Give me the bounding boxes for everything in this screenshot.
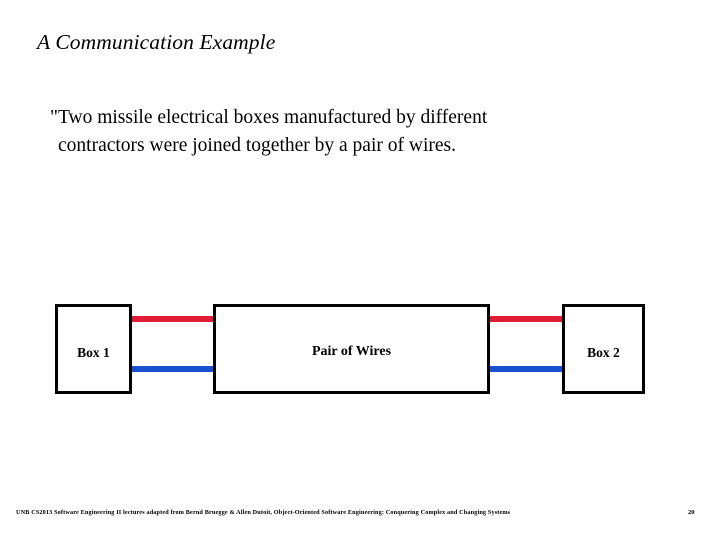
- diagram-box-pair-of-wires: Pair of Wires: [213, 304, 490, 394]
- diagram-box-label: Box 2: [587, 345, 620, 360]
- diagram-box-box-2: Box 2: [562, 304, 645, 394]
- slide-page-number: 20: [688, 509, 695, 516]
- page-title: A Communication Example: [37, 30, 276, 54]
- blue-wire-right-segment: [487, 366, 565, 372]
- body-line-1: "Two missile electrical boxes manufactur…: [50, 107, 488, 128]
- footer-attribution: UNB CS2013 Software Engineering II lectu…: [16, 509, 511, 516]
- body-line-2: contractors were joined together by a pa…: [58, 135, 456, 156]
- diagram-box-box-1: Box 1: [55, 304, 132, 394]
- red-wire-left-segment: [128, 316, 216, 322]
- body-text-block: "Two missile electrical boxes manufactur…: [36, 104, 616, 160]
- blue-wire-left-segment: [128, 366, 216, 372]
- red-wire-right-segment: [487, 316, 565, 322]
- body-paragraph: "Two missile electrical boxes manufactur…: [36, 104, 616, 160]
- diagram-box-label: Box 1: [77, 345, 110, 360]
- diagram-box-label: Pair of Wires: [311, 344, 392, 359]
